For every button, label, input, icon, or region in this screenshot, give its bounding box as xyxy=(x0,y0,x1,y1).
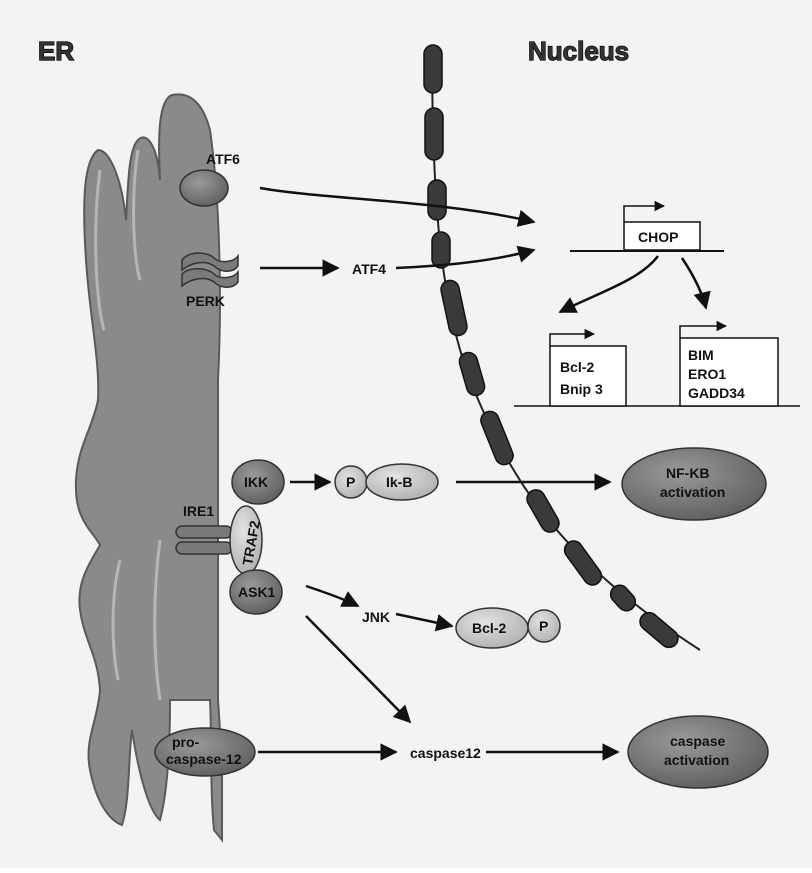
er-header: ER xyxy=(38,36,74,66)
ikb-label: Ik-B xyxy=(386,474,412,490)
p-label-ikb: P xyxy=(346,474,355,490)
bim-promoter xyxy=(680,326,726,338)
caspase-activation-line2: activation xyxy=(664,752,729,768)
dna-segment xyxy=(607,582,639,615)
dna-segment xyxy=(478,409,516,468)
arrow-ask1-to-jnk xyxy=(306,586,358,606)
bcl2-box xyxy=(550,346,626,406)
arrow-atf4-to-chop xyxy=(396,250,534,268)
chop-promoter xyxy=(624,206,664,222)
ire1-label: IRE1 xyxy=(183,503,214,519)
ask1-label: ASK1 xyxy=(238,584,276,600)
dna-segment xyxy=(561,537,605,588)
bcl2-promoter xyxy=(550,334,594,346)
bim-box-line1: BIM xyxy=(688,347,714,363)
chop-label: CHOP xyxy=(638,229,678,245)
atf6-node xyxy=(180,170,228,206)
arrow-jnk-to-bcl2 xyxy=(396,614,452,626)
atf4-label: ATF4 xyxy=(352,261,386,277)
dna-segment xyxy=(428,180,446,220)
perk-label: PERK xyxy=(186,293,225,309)
dna-segment xyxy=(425,108,443,160)
nucleus-header: Nucleus xyxy=(528,36,629,66)
arrow-ask1-to-caspase12 xyxy=(306,616,410,722)
procaspase12-label-line1: pro- xyxy=(172,734,200,750)
p-label-bcl2: P xyxy=(539,618,548,634)
arrow-chop-to-bcl2 xyxy=(560,256,658,312)
bim-box-line2: ERO1 xyxy=(688,366,726,382)
bim-box-line3: GADD34 xyxy=(688,385,745,401)
arrow-atf6-to-chop xyxy=(260,188,534,222)
nfkb-label-line1: NF-KB xyxy=(666,465,710,481)
arrow-chop-to-bim xyxy=(682,258,706,308)
ikk-label: IKK xyxy=(244,474,268,490)
dna-segment xyxy=(457,350,486,397)
dna-segment xyxy=(636,609,681,651)
dna-segment xyxy=(524,487,563,536)
atf6-label: ATF6 xyxy=(206,151,240,167)
dna-segment xyxy=(439,279,468,338)
bcl2-node-label: Bcl-2 xyxy=(472,620,506,636)
nfkb-label-line2: activation xyxy=(660,484,725,500)
jnk-label: JNK xyxy=(362,609,390,625)
procaspase12-label-line2: caspase-12 xyxy=(166,751,242,767)
dna-segment xyxy=(424,45,442,93)
caspase12-label: caspase12 xyxy=(410,745,481,761)
caspase-activation-line1: caspase xyxy=(670,733,725,749)
bcl2-box-line1: Bcl-2 xyxy=(560,359,594,375)
bcl2-box-line2: Bnip 3 xyxy=(560,381,603,397)
dna-segment xyxy=(432,232,450,268)
